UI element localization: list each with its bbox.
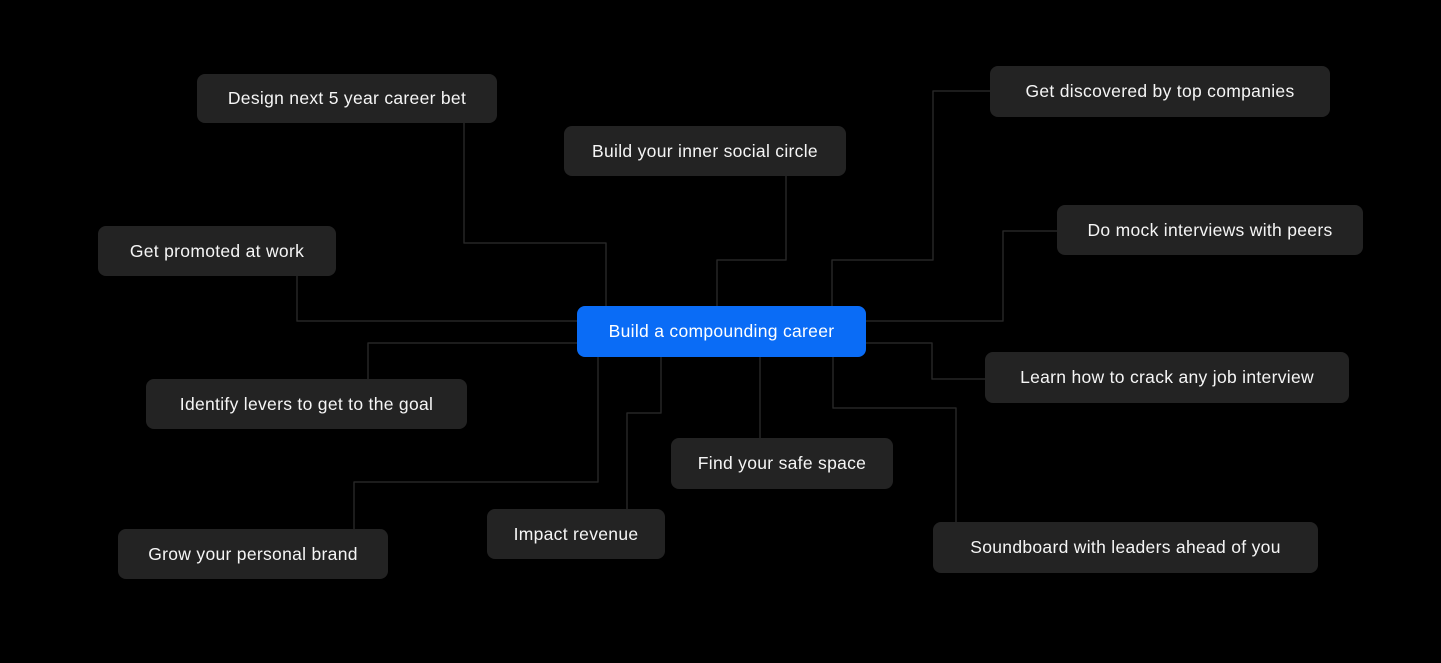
- mindmap-node-mock-interviews[interactable]: Do mock interviews with peers: [1057, 205, 1363, 255]
- mindmap-node-soundboard-leaders[interactable]: Soundboard with leaders ahead of you: [933, 522, 1318, 573]
- root-node-label: Build a compounding career: [608, 321, 835, 341]
- node-label: Get promoted at work: [129, 240, 305, 261]
- node-label: Impact revenue: [513, 523, 639, 544]
- mindmap-node-design-career-bet[interactable]: Design next 5 year career bet: [197, 74, 497, 123]
- connector-discovered: [831, 90, 990, 306]
- connector-design: [463, 123, 607, 306]
- connector-identify: [367, 342, 577, 379]
- mindmap-node-get-promoted[interactable]: Get promoted at work: [98, 226, 336, 276]
- connector-promoted: [296, 276, 577, 322]
- mindmap-node-crack-job-interview[interactable]: Learn how to crack any job interview: [985, 352, 1349, 403]
- mindmap-root-node-compounding-career[interactable]: Build a compounding career: [577, 306, 866, 357]
- connector-impact: [626, 357, 662, 509]
- mindmap-node-inner-social-circle[interactable]: Build your inner social circle: [564, 126, 846, 176]
- node-label: Identify levers to get to the goal: [179, 393, 434, 414]
- connector-learn: [866, 342, 985, 380]
- connector-soundboard: [832, 357, 957, 522]
- mindmap-node-identify-levers[interactable]: Identify levers to get to the goal: [146, 379, 467, 429]
- mindmap-node-impact-revenue[interactable]: Impact revenue: [487, 509, 665, 559]
- connector-grow: [353, 357, 599, 529]
- node-label: Find your safe space: [697, 453, 867, 473]
- connector-mock: [866, 230, 1057, 322]
- node-label: Get discovered by top companies: [1025, 81, 1295, 101]
- node-label: Do mock interviews with peers: [1087, 219, 1333, 240]
- mindmap-node-personal-brand[interactable]: Grow your personal brand: [118, 529, 388, 579]
- mindmap-node-get-discovered[interactable]: Get discovered by top companies: [990, 66, 1330, 117]
- connector-social: [716, 176, 787, 306]
- mindmap-node-safe-space[interactable]: Find your safe space: [671, 438, 893, 489]
- node-label: Soundboard with leaders ahead of you: [970, 537, 1281, 557]
- node-label: Design next 5 year career bet: [227, 88, 467, 108]
- node-label: Grow your personal brand: [148, 543, 358, 564]
- node-label: Learn how to crack any job interview: [1020, 367, 1314, 387]
- node-label: Build your inner social circle: [592, 140, 818, 161]
